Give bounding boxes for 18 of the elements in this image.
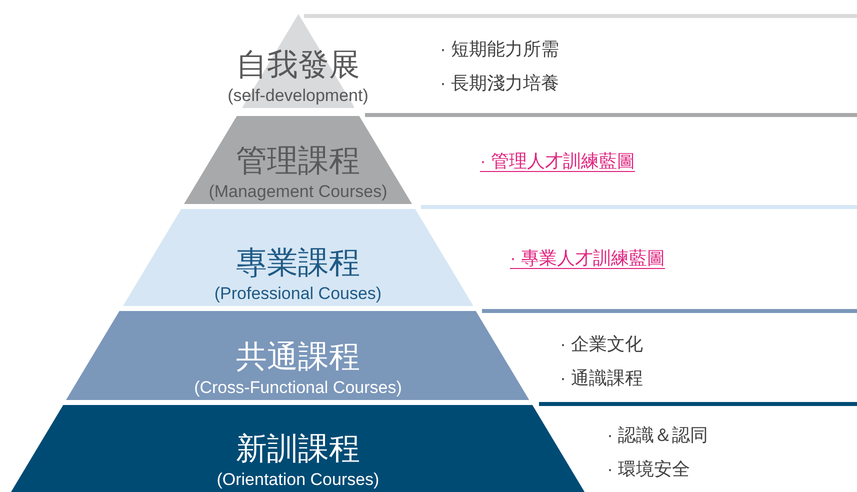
bullet-item: · 短期能力所需 [440, 38, 559, 61]
bullet-item: · 通識課程 [560, 367, 643, 390]
tier-subtitle: (Management Courses) [208, 180, 388, 202]
tier-subtitle: (self-development) [228, 84, 368, 106]
bullet-item: · 長期淺力培養 [440, 72, 559, 95]
tier-title: 共通課程 [236, 338, 360, 376]
tier-title: 管理課程 [236, 142, 360, 180]
bullet-item: · 企業文化 [560, 333, 643, 356]
bullet-item: · 認識＆認同 [607, 424, 708, 447]
tier-subtitle: (Orientation Courses) [216, 468, 380, 490]
tier-title: 自我發展 [236, 46, 360, 84]
link: · 專業人才訓練藍圖 [510, 247, 665, 270]
tier-title: 專業課程 [236, 244, 360, 282]
tier-subtitle: (Cross-Functional Courses) [194, 376, 402, 398]
bullet-item: · 環境安全 [607, 458, 691, 481]
tier-subtitle: (Professional Couses) [214, 282, 382, 304]
tier-title: 新訓課程 [236, 430, 360, 468]
link: · 管理人才訓練藍圖 [480, 150, 635, 173]
